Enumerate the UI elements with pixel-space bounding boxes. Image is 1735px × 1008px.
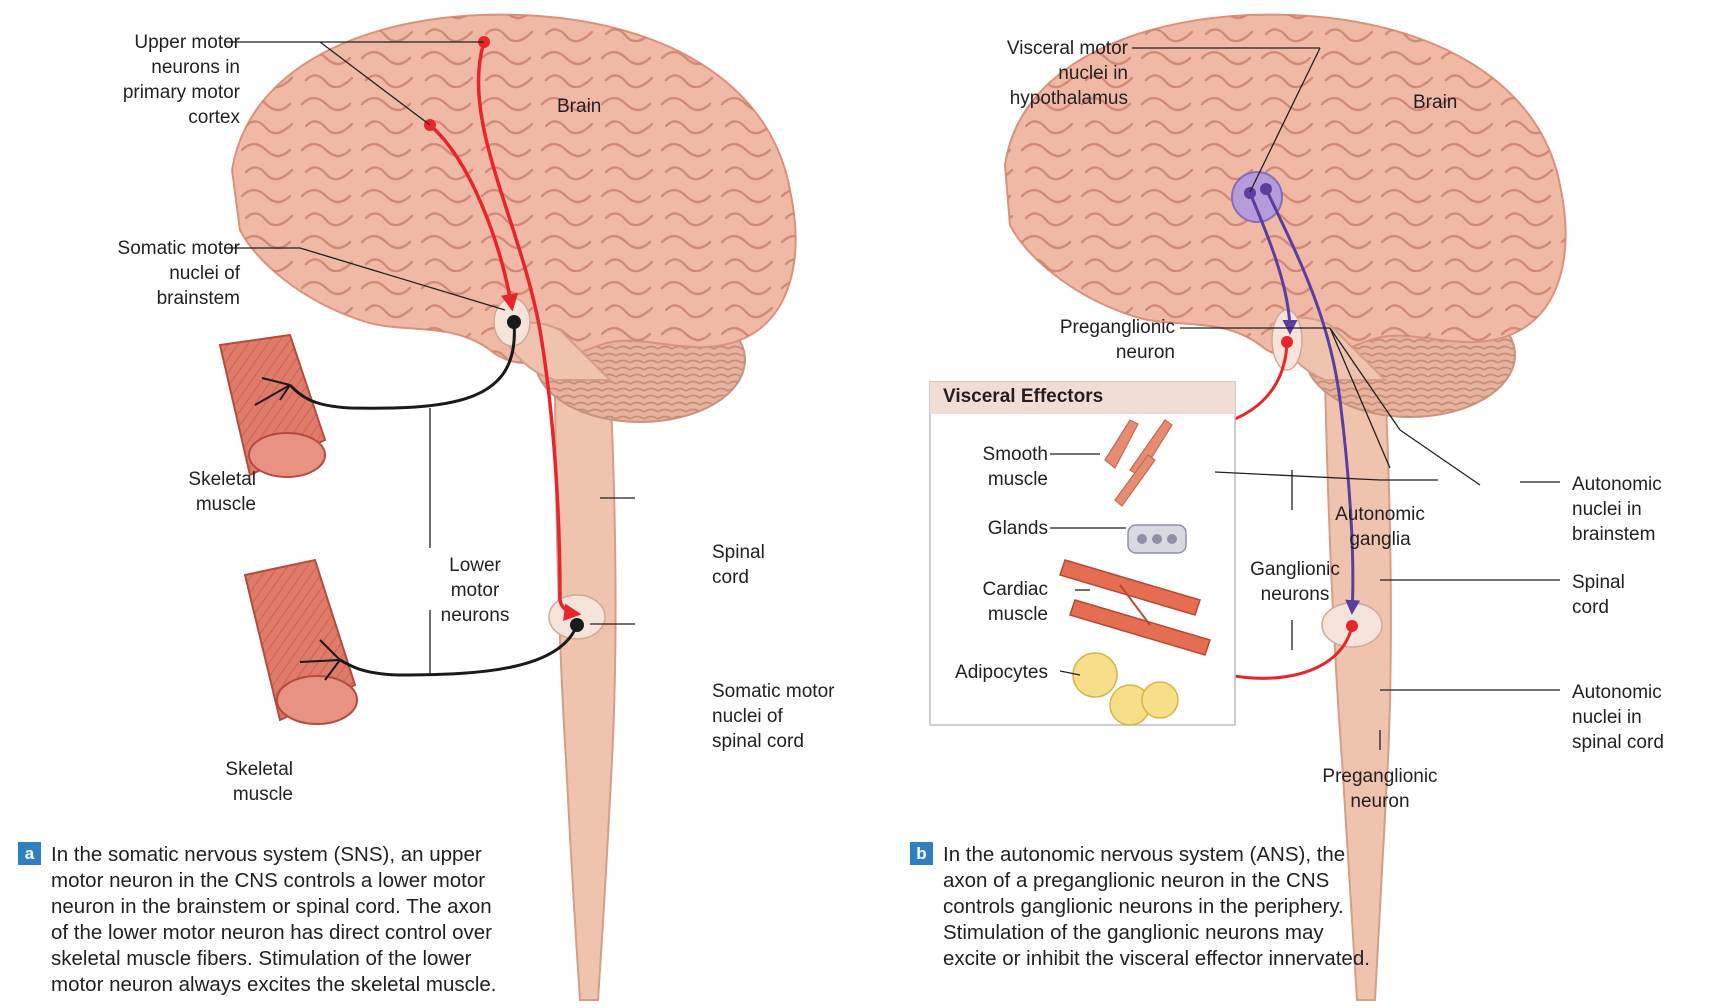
- label-ganglionic-neurons: Ganglionic neurons: [1235, 557, 1355, 607]
- label-glands: Glands: [935, 516, 1048, 541]
- label-autonomic-nuclei-spinal: Autonomic nuclei in spinal cord: [1572, 680, 1664, 755]
- caption-a-tag: a: [18, 842, 41, 865]
- caption-a: a In the somatic nervous system (SNS), a…: [18, 842, 578, 998]
- label-preganglionic-bottom: Preganglionic neuron: [1310, 764, 1450, 814]
- label-spinal-cord-a: Spinal cord: [712, 540, 765, 590]
- label-skeletal-muscle-bottom: Skeletal muscle: [197, 757, 293, 807]
- label-skeletal-muscle-top: Skeletal muscle: [160, 467, 256, 517]
- label-upper-motor-neurons: Upper motor neurons in primary motor cor…: [90, 30, 240, 130]
- label-autonomic-nuclei-brainstem: Autonomic nuclei in brainstem: [1572, 472, 1662, 547]
- label-spinal-cord-b: Spinal cord: [1572, 570, 1625, 620]
- visceral-effectors-title: Visceral Effectors: [943, 386, 1103, 408]
- label-autonomic-ganglia: Autonomic ganglia: [1320, 502, 1440, 552]
- label-lower-motor-neurons: Lower motor neurons: [425, 553, 525, 628]
- label-somatic-motor-nuclei-brainstem: Somatic motor nuclei of brainstem: [80, 236, 240, 311]
- skeletal-muscle-top: [220, 335, 325, 477]
- label-brain-a: Brain: [557, 94, 601, 119]
- caption-a-text: In the somatic nervous system (SNS), an …: [51, 842, 497, 998]
- label-adipocytes: Adipocytes: [925, 660, 1048, 685]
- caption-b-tag: b: [910, 842, 933, 865]
- label-preganglionic-top: Preganglionic neuron: [1015, 315, 1175, 365]
- label-cardiac-muscle: Cardiac muscle: [935, 577, 1048, 627]
- label-somatic-motor-nuclei-spinal: Somatic motor nuclei of spinal cord: [712, 679, 834, 754]
- skeletal-muscle-bottom: [245, 560, 357, 724]
- caption-b: b In the autonomic nervous system (ANS),…: [910, 842, 1470, 972]
- label-visceral-motor-nuclei: Visceral motor nuclei in hypothalamus: [970, 36, 1128, 111]
- caption-b-text: In the autonomic nervous system (ANS), t…: [943, 842, 1370, 972]
- label-brain-b: Brain: [1413, 90, 1457, 115]
- label-smooth-muscle: Smooth muscle: [935, 442, 1048, 492]
